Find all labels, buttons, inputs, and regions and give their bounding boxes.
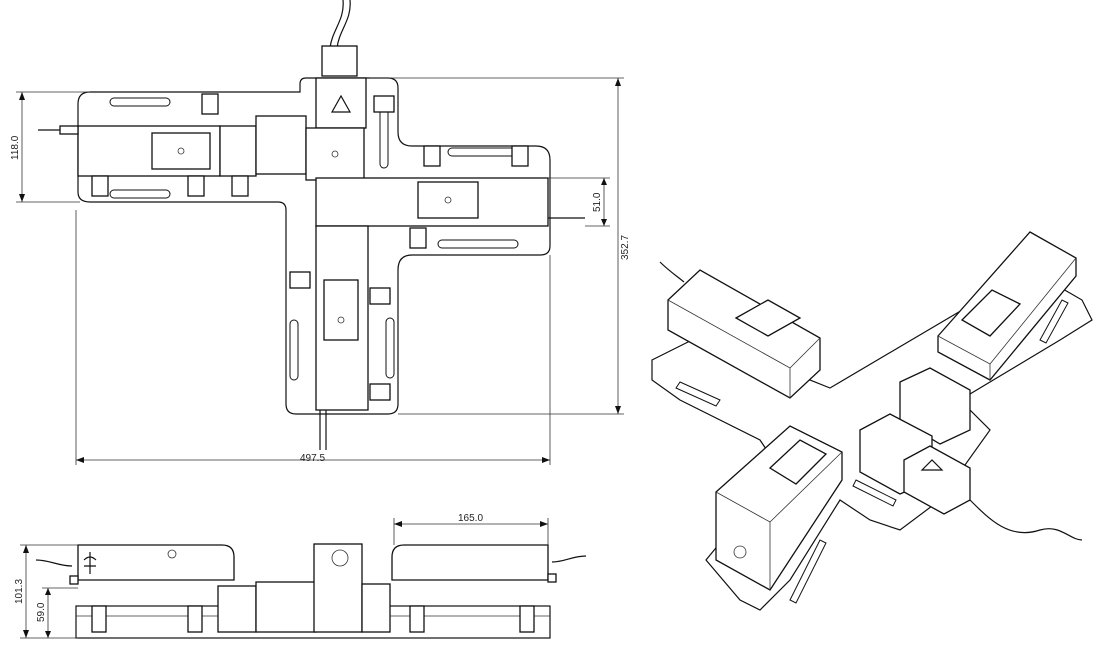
slot (109, 189, 171, 199)
iso-left-module (667, 269, 821, 399)
top-view: 497.5 352.7 118.0 51.0 (10, 0, 631, 465)
dim-side-base: 59.0 (36, 602, 47, 622)
slot (447, 147, 519, 157)
side-knob (331, 549, 349, 567)
dim-small-offset: 51.0 (592, 192, 603, 212)
center-block (305, 127, 365, 181)
clamp (369, 287, 391, 305)
clamp (187, 175, 205, 197)
left-gear (219, 125, 257, 177)
iso-knob (733, 545, 747, 559)
center-block-left (255, 115, 307, 175)
triangle-marker (330, 94, 352, 113)
side-block (255, 581, 317, 633)
slot (385, 317, 395, 379)
slot (675, 381, 721, 407)
clamp (519, 605, 535, 633)
iso-right-plate (960, 289, 1022, 337)
clamp (373, 95, 395, 113)
dim-side-height: 101.3 (14, 579, 25, 604)
clamp (423, 145, 441, 167)
cable-top (329, 0, 344, 49)
iso-cable (969, 499, 1083, 541)
right-stage-plate (417, 181, 479, 219)
clamp (231, 175, 249, 197)
screw (337, 316, 345, 324)
cable-top-edge (336, 0, 351, 49)
dim-height-total: 352.7 (620, 235, 631, 260)
screw (444, 196, 452, 204)
side-block (217, 585, 257, 633)
dim-side-length: 165.0 (458, 513, 483, 524)
slot (1039, 299, 1069, 344)
slot (852, 479, 897, 507)
side-right-connector (547, 573, 557, 583)
side-right-module (391, 544, 549, 581)
iso-left-cable (659, 261, 685, 283)
left-stage-plate (151, 132, 211, 170)
side-right-cable (551, 555, 587, 563)
left-connector (59, 125, 79, 135)
side-block (361, 583, 391, 633)
iso-triangle-marker (920, 459, 944, 471)
slot (289, 319, 299, 381)
clamp (187, 605, 203, 633)
lower-stage-plate (323, 279, 359, 341)
screw (167, 549, 177, 559)
iso-left-plate (734, 299, 802, 337)
logo-mark (83, 552, 97, 574)
center-block-top (315, 77, 367, 129)
slot (437, 239, 519, 249)
clamp (409, 605, 425, 633)
isometric-view (651, 231, 1093, 611)
dimension-lines-side (20, 518, 549, 639)
dim-arm-height: 118.0 (10, 135, 21, 160)
side-left-module (77, 544, 235, 581)
clamp (201, 93, 219, 115)
dim-width-total: 497.5 (300, 453, 325, 464)
screw (177, 147, 185, 155)
clamp (369, 383, 391, 401)
clamp (91, 605, 107, 633)
clamp (409, 227, 427, 249)
side-left-connector (69, 575, 79, 585)
screw (331, 150, 339, 158)
clamp (289, 271, 311, 289)
dimension-lines-top (16, 77, 624, 465)
slot (379, 107, 389, 169)
side-tower (313, 543, 363, 633)
side-view: 165.0 101.3 59.0 (14, 513, 587, 639)
slot (789, 539, 827, 604)
iso-lower-module (715, 425, 843, 591)
iso-lower-plate (768, 439, 828, 485)
slot (109, 97, 171, 107)
side-left-cable (35, 559, 73, 567)
cable-connector (321, 45, 358, 77)
clamp (511, 145, 529, 167)
clamp (91, 175, 109, 197)
